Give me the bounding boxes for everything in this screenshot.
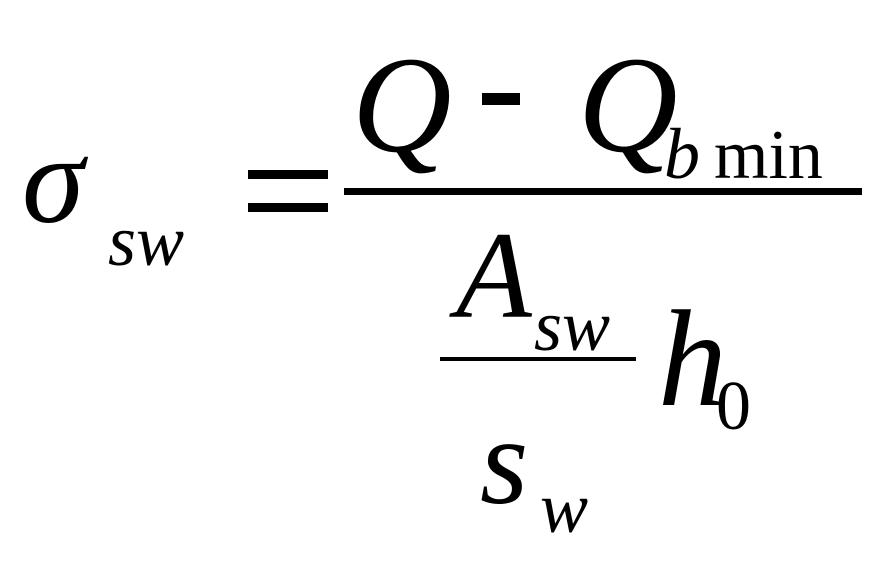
inner-denominator-subscript: w [540,468,589,548]
sigma-subscript: sw [108,201,185,281]
numerator-q-second: Q [578,28,678,181]
inner-numerator-a: A [456,207,532,344]
h-subscript: 0 [716,368,751,445]
inner-denominator-s: s [480,393,529,530]
main-fraction-bar [344,188,862,195]
inner-numerator-subscript: sw [534,286,611,366]
equals-sign-top-bar [248,170,328,179]
h-symbol: h [658,282,727,435]
numerator-q: Q [352,28,452,181]
numerator-subscript-min: min [714,117,823,194]
numerator-subscript-b: b [664,114,700,194]
inner-fraction-bar [440,357,636,361]
sigma-symbol: σ [22,111,85,250]
equals-sign-bottom-bar [248,203,328,212]
minus-sign [482,93,520,105]
